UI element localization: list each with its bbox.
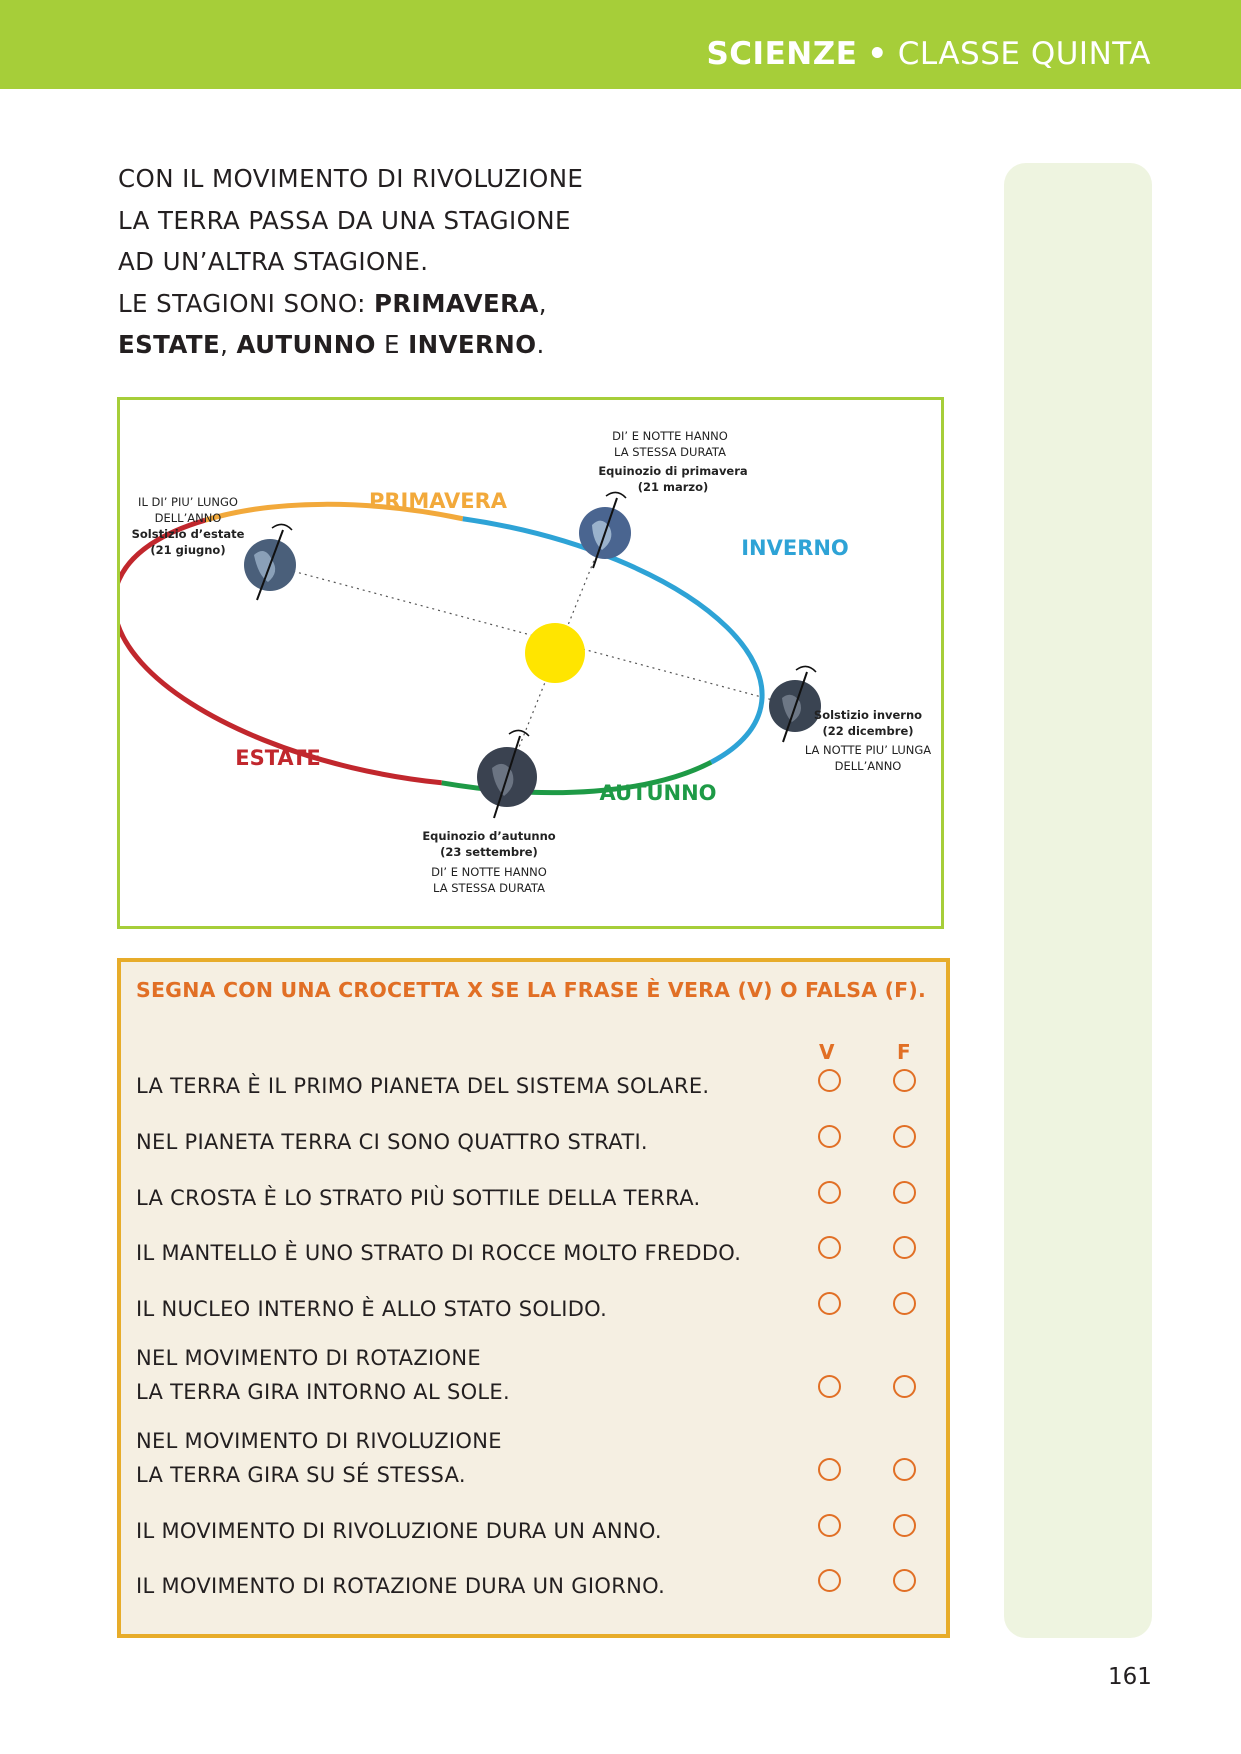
spring-equinox-line-4: (21 marzo) [638, 480, 709, 494]
question-1-false-radio[interactable] [893, 1069, 916, 1092]
earth-summer-icon [244, 523, 296, 601]
winter-solstice-line-1: Solstizio inverno [814, 708, 922, 722]
summer-solstice-label: IL DI’ PIU’ LUNGO DELL’ANNO Solstizio d’… [132, 495, 245, 557]
question-9-text: IL MOVIMENTO DI ROTAZIONE DURA UN GIORNO… [136, 1574, 666, 1598]
earth-winter-icon [769, 665, 821, 743]
question-8-true-radio[interactable] [818, 1514, 841, 1537]
grade-label: CLASSE QUINTA [897, 36, 1151, 72]
quiz-question-3: LA CROSTA È LO STRATO PIÙ SOTTILE DELLA … [136, 1181, 936, 1215]
question-1-text: LA TERRA È IL PRIMO PIANETA DEL SISTEMA … [136, 1074, 710, 1098]
question-2-false-radio[interactable] [893, 1125, 916, 1148]
equinox-line [506, 532, 606, 778]
header-bar: SCIENZE•CLASSE QUINTA [0, 0, 1241, 89]
season-inverno-text: INVERNO [408, 330, 537, 359]
page-number: 161 [1108, 1664, 1152, 1690]
intro-text: CON IL MOVIMENTO DI RIVOLUZIONE LA TERRA… [118, 158, 838, 366]
autumn-equinox-line-4: LA STESSA DURATA [433, 881, 545, 895]
intro-comma-1: , [538, 288, 547, 318]
question-6-true-radio[interactable] [818, 1375, 841, 1398]
question-5-true-radio[interactable] [818, 1292, 841, 1315]
quiz-question-8: IL MOVIMENTO DI RIVOLUZIONE DURA UN ANNO… [136, 1514, 936, 1548]
intro-line-1: CON IL MOVIMENTO DI RIVOLUZIONE [118, 164, 584, 193]
season-primavera-text: PRIMAVERA [373, 288, 539, 318]
quiz-question-4: IL MANTELLO È UNO STRATO DI ROCCE MOLTO … [136, 1236, 936, 1270]
question-5-false-radio[interactable] [893, 1292, 916, 1315]
true-false-quiz: SEGNA CON UNA CROCETTA X SE LA FRASE È V… [117, 958, 950, 1638]
question-4-false-radio[interactable] [893, 1236, 916, 1259]
question-5-text: IL NUCLEO INTERNO È ALLO STATO SOLIDO. [136, 1297, 608, 1321]
season-label-estate: ESTATE [235, 746, 320, 770]
quiz-question-7: NEL MOVIMENTO DI RIVOLUZIONE LA TERRA GI… [136, 1424, 936, 1492]
orbit-diagram-frame: PRIMAVERA INVERNO ESTATE AUTUNNO DI’ E N… [117, 397, 944, 929]
intro-line-5: ESTATE, AUTUNNO E INVERNO. [118, 324, 838, 366]
quiz-instruction: SEGNA CON UNA CROCETTA X SE LA FRASE È V… [136, 978, 926, 1002]
question-3-false-radio[interactable] [893, 1181, 916, 1204]
season-label-inverno: INVERNO [741, 536, 849, 560]
summer-solstice-line-3: Solstizio d’estate [132, 527, 245, 541]
winter-solstice-label: Solstizio inverno (22 dicembre) LA NOTTE… [805, 708, 931, 773]
spring-equinox-label: DI’ E NOTTE HANNO LA STESSA DURATA Equin… [598, 429, 747, 494]
intro-period: . [536, 330, 545, 359]
header-separator: • [867, 36, 888, 72]
orbit-diagram: PRIMAVERA INVERNO ESTATE AUTUNNO DI’ E N… [120, 429, 931, 895]
winter-solstice-line-3: LA NOTTE PIU’ LUNGA [805, 743, 931, 757]
question-8-text: IL MOVIMENTO DI RIVOLUZIONE DURA UN ANNO… [136, 1519, 662, 1543]
intro-line-3: AD UN’ALTRA STAGIONE. [118, 247, 429, 276]
column-true-header: V [819, 1040, 835, 1064]
quiz-question-2: NEL PIANETA TERRA CI SONO QUATTRO STRATI… [136, 1125, 936, 1159]
primavera-arc [204, 501, 464, 523]
question-3-true-radio[interactable] [818, 1181, 841, 1204]
question-7-false-radio[interactable] [893, 1458, 916, 1481]
winter-solstice-line-2: (22 dicembre) [823, 724, 914, 738]
question-2-text: NEL PIANETA TERRA CI SONO QUATTRO STRATI… [136, 1130, 648, 1154]
question-9-false-radio[interactable] [893, 1569, 916, 1592]
question-7-text-line-2: LA TERRA GIRA SU SÉ STESSA. [136, 1463, 466, 1487]
season-label-autunno: AUTUNNO [599, 781, 716, 805]
subject-label: SCIENZE [706, 36, 858, 72]
spring-equinox-line-1: DI’ E NOTTE HANNO [612, 429, 728, 443]
question-2-true-radio[interactable] [818, 1125, 841, 1148]
earth-spring-icon [579, 491, 631, 569]
sun-icon [525, 623, 585, 683]
intro-line-4-prefix: LE STAGIONI SONO: [118, 288, 374, 318]
quiz-question-6: NEL MOVIMENTO DI ROTAZIONE LA TERRA GIRA… [136, 1341, 936, 1409]
autumn-equinox-line-1: Equinozio d’autunno [422, 829, 555, 843]
header-title: SCIENZE•CLASSE QUINTA [706, 36, 1151, 72]
spring-equinox-line-3: Equinozio di primavera [598, 464, 747, 478]
summer-solstice-line-4: (21 giugno) [150, 543, 225, 557]
question-6-text-line-1: NEL MOVIMENTO DI ROTAZIONE [136, 1346, 481, 1370]
season-autunno-text: AUTUNNO [236, 330, 376, 359]
intro-line-4: LE STAGIONI SONO: PRIMAVERA, [118, 283, 838, 325]
season-estate-text: ESTATE [118, 330, 221, 359]
question-7-text-line-1: NEL MOVIMENTO DI RIVOLUZIONE [136, 1429, 502, 1453]
inverno-arc [462, 516, 765, 765]
question-6-false-radio[interactable] [893, 1375, 916, 1398]
quiz-question-5: IL NUCLEO INTERNO È ALLO STATO SOLIDO. [136, 1292, 936, 1326]
question-6-text-line-2: LA TERRA GIRA INTORNO AL SOLE. [136, 1380, 510, 1404]
question-1-true-radio[interactable] [818, 1069, 841, 1092]
estate-arc [120, 517, 442, 786]
intro-line-2: LA TERRA PASSA DA UNA STAGIONE [118, 205, 571, 235]
summer-solstice-line-2: DELL’ANNO [155, 511, 222, 525]
autumn-equinox-line-2: (23 settembre) [440, 845, 538, 859]
summer-solstice-line-1: IL DI’ PIU’ LUNGO [138, 495, 238, 509]
earth-autumn-icon [477, 729, 537, 819]
side-panel [1004, 163, 1152, 1638]
column-false-header: F [897, 1040, 911, 1064]
intro-comma-2: , [220, 330, 237, 359]
quiz-question-9: IL MOVIMENTO DI ROTAZIONE DURA UN GIORNO… [136, 1569, 936, 1603]
question-9-true-radio[interactable] [818, 1569, 841, 1592]
intro-conj: E [375, 330, 409, 359]
question-4-true-radio[interactable] [818, 1236, 841, 1259]
autumn-equinox-label: Equinozio d’autunno (23 settembre) DI’ E… [422, 829, 555, 895]
autumn-equinox-line-3: DI’ E NOTTE HANNO [431, 865, 547, 879]
spring-equinox-line-2: LA STESSA DURATA [614, 445, 726, 459]
question-8-false-radio[interactable] [893, 1514, 916, 1537]
winter-solstice-line-4: DELL’ANNO [835, 759, 902, 773]
season-label-primavera: PRIMAVERA [369, 489, 508, 513]
question-3-text: LA CROSTA È LO STRATO PIÙ SOTTILE DELLA … [136, 1186, 701, 1210]
quiz-question-1: LA TERRA È IL PRIMO PIANETA DEL SISTEMA … [136, 1069, 936, 1103]
question-7-true-radio[interactable] [818, 1458, 841, 1481]
question-4-text: IL MANTELLO È UNO STRATO DI ROCCE MOLTO … [136, 1241, 742, 1265]
